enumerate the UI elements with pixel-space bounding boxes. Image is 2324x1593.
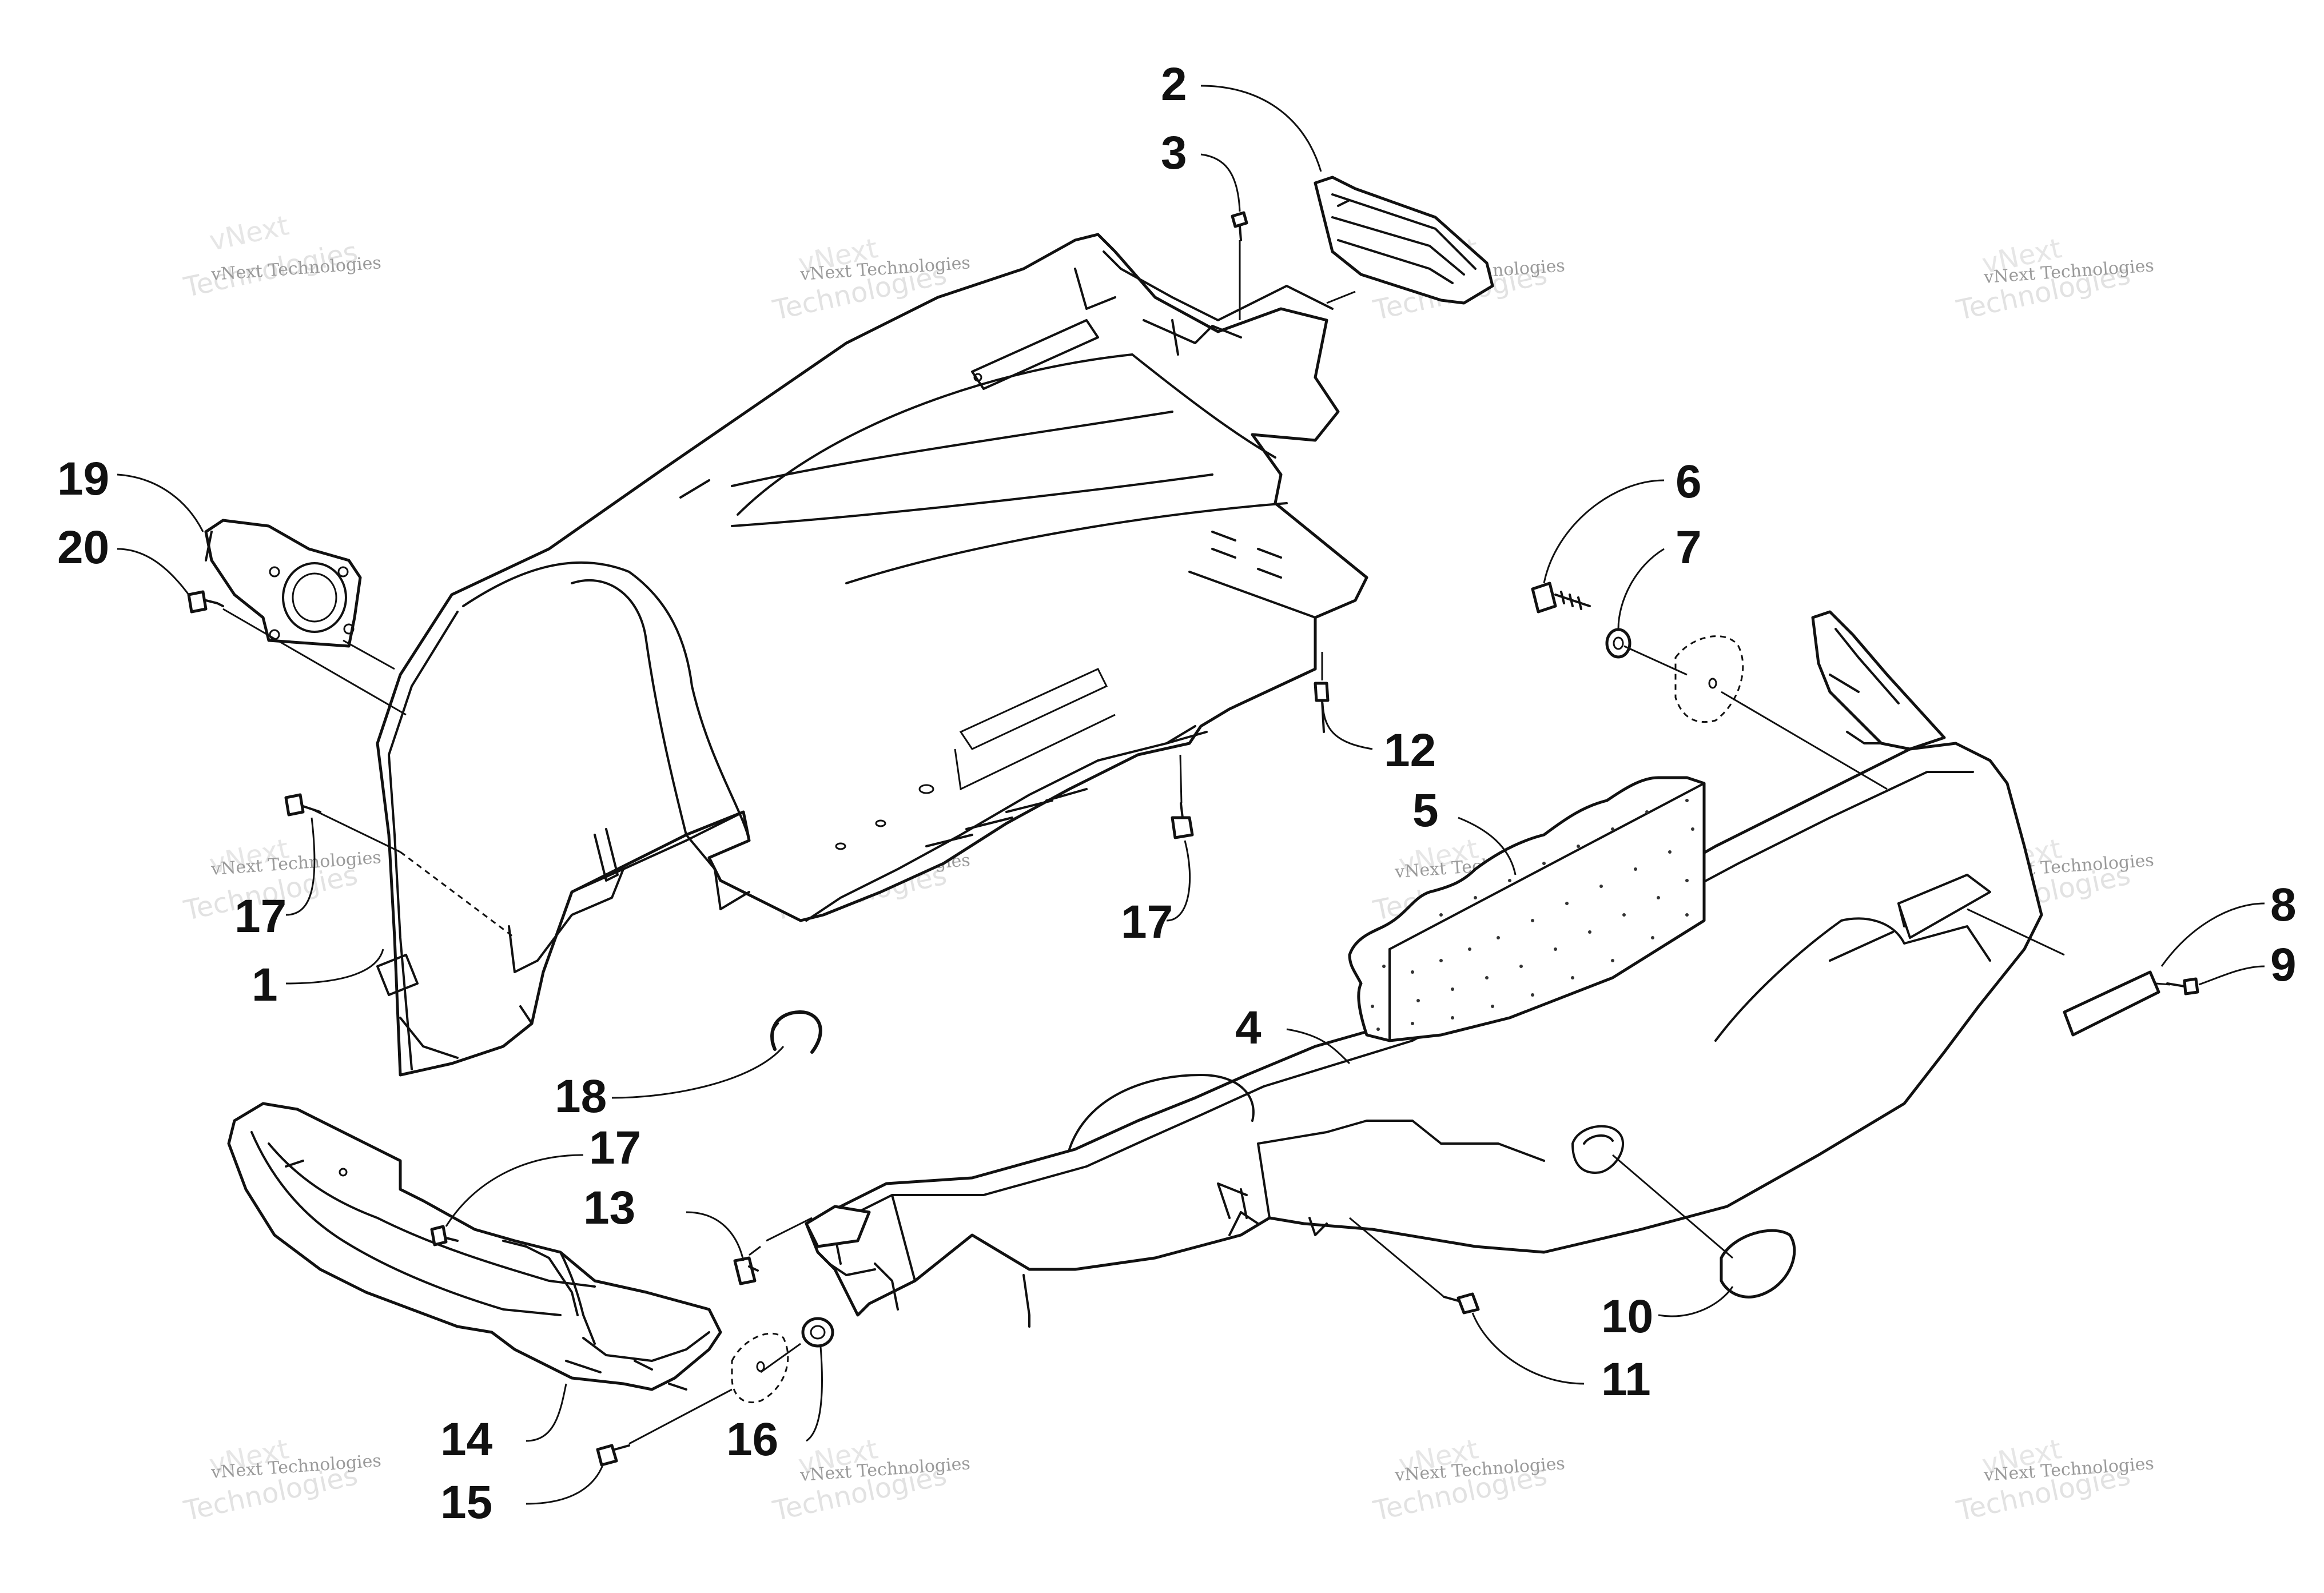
part-9-screw (2166, 977, 2199, 995)
part-2-vent-grille (1314, 176, 1494, 305)
callout-3: 3 (1161, 127, 1187, 179)
callout-12: 12 (1384, 724, 1436, 776)
part-19-boot (204, 519, 362, 648)
part-11-screw (1443, 1292, 1480, 1315)
part-17-screw-bumper (430, 1225, 459, 1246)
callout-1: 1 (252, 959, 278, 1011)
callout-20: 20 (57, 521, 109, 574)
part-10-plug (1571, 1125, 1796, 1299)
callout-16: 16 (726, 1413, 778, 1465)
part-16-nut (731, 1317, 834, 1404)
callout-18: 18 (555, 1070, 607, 1122)
callout-17-center: 17 (1121, 896, 1173, 948)
foam-texture (1371, 799, 1694, 1031)
callout-7: 7 (1676, 521, 1702, 574)
part-15-screw (596, 1444, 630, 1467)
part-8-plate (2063, 970, 2160, 1037)
part-6-bolt (1531, 582, 1591, 614)
part-1-belly-pan (376, 233, 1368, 1077)
part-17-screw-center (1171, 802, 1194, 839)
part-5-foam-pad (1348, 776, 1706, 1042)
callout-leaders (117, 85, 2265, 1505)
part-12-rivet (1314, 682, 1330, 733)
callout-19: 19 (57, 453, 109, 505)
callout-13: 13 (583, 1182, 635, 1234)
part-13-clip (733, 1256, 759, 1285)
part-17-screw-left (284, 793, 321, 817)
callout-17-left: 17 (234, 890, 286, 942)
callout-10: 10 (1601, 1291, 1653, 1343)
callout-labels: 2 3 19 20 6 7 12 5 17 17 1 4 8 9 10 11 1… (57, 58, 2297, 1528)
part-18-snap-ring (770, 1010, 822, 1054)
callout-9: 9 (2270, 939, 2297, 991)
callout-11: 11 (1601, 1353, 1651, 1405)
watermark-top: vNext (206, 209, 292, 257)
watermark: vNext Technologies (181, 209, 360, 304)
callout-2: 2 (1161, 58, 1187, 110)
part-14-bumper (227, 1102, 722, 1391)
callout-5: 5 (1412, 784, 1439, 837)
callout-4: 4 (1235, 1002, 1262, 1054)
pan-upper-right-bracket (1103, 250, 1334, 356)
callout-8: 8 (2270, 879, 2297, 931)
callout-15: 15 (440, 1476, 492, 1528)
assembly-lines (222, 240, 2171, 1445)
part-7-washer (1605, 628, 1744, 723)
callout-6: 6 (1676, 456, 1702, 508)
callout-14: 14 (440, 1413, 493, 1465)
part-3-screw (1231, 211, 1248, 241)
callout-17-bumper: 17 (589, 1122, 641, 1174)
part-20-screw (187, 590, 224, 614)
